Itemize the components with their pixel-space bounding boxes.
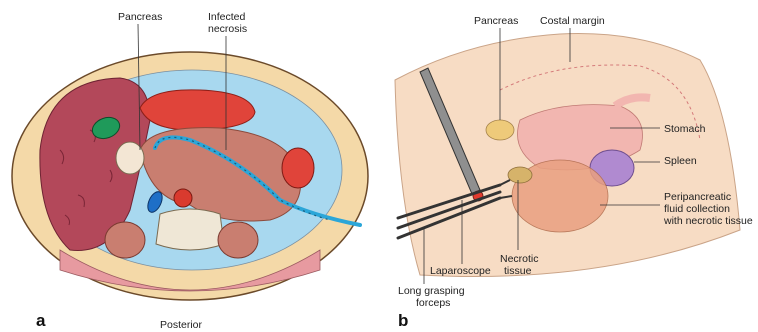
- label-stomach: Stomach: [664, 123, 706, 135]
- label-forceps-1: Long grasping: [398, 285, 465, 297]
- label-fluid-1: Peripancreatic: [664, 191, 731, 203]
- panel-letter-b: b: [398, 311, 408, 330]
- label-spleen: Spleen: [664, 155, 697, 167]
- label-fluid-3: with necrotic tissue: [663, 215, 753, 227]
- label-laparoscope: Laparoscope: [430, 265, 491, 277]
- panel-a-cross-section: Pancreas Infected necrosis a Posterior: [12, 11, 368, 331]
- pancreas-b: [486, 120, 514, 140]
- label-forceps-2: forceps: [416, 297, 450, 309]
- label-necrotic-1: Necrotic: [500, 253, 539, 265]
- label-infected-necrosis-2: necrosis: [208, 23, 247, 35]
- panel-letter-a: a: [36, 311, 46, 330]
- panel-b-laparoscopic-view: Pancreas Costal margin Stomach Spleen Pe…: [395, 15, 753, 330]
- aorta: [174, 189, 192, 207]
- label-costal-margin: Costal margin: [540, 15, 605, 27]
- necrotic-area: [508, 167, 532, 183]
- label-necrotic-2: tissue: [504, 265, 532, 277]
- spleen-section: [282, 148, 314, 188]
- vertebra: [156, 209, 224, 250]
- label-posterior: Posterior: [160, 319, 203, 331]
- label-pancreas-a: Pancreas: [118, 11, 162, 23]
- right-kidney: [218, 222, 258, 258]
- label-pancreas-b: Pancreas: [474, 15, 518, 27]
- label-infected-necrosis-1: Infected: [208, 11, 246, 23]
- stomach-section: [140, 90, 255, 130]
- label-fluid-2: fluid collection: [664, 203, 730, 215]
- left-kidney: [105, 222, 145, 258]
